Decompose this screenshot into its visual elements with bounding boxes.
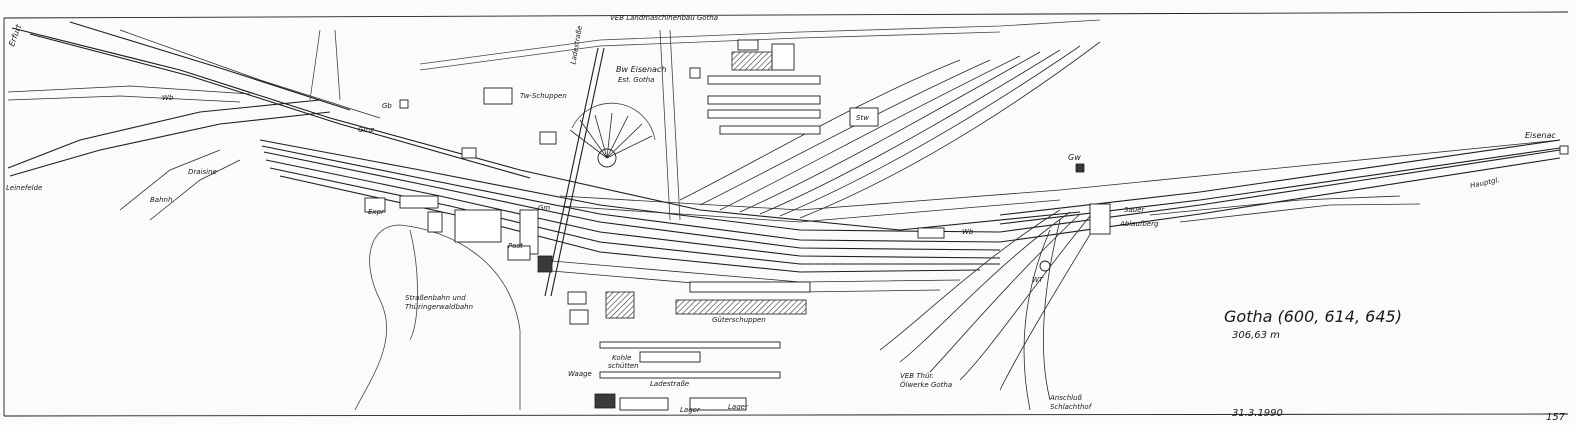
roundhouse — [569, 102, 656, 168]
label-gueterschuppen: Güterschuppen — [712, 316, 766, 324]
label-ablaufberg: Ablaufberg — [1119, 220, 1159, 228]
label-wb-left: Wb — [162, 94, 174, 102]
label-veb-landmaschinenbau: VEB Landmaschinenbau Gotha — [610, 14, 718, 22]
label-waage: Waage — [568, 370, 592, 378]
label-lager-1: Lager — [680, 406, 701, 414]
label-tw-schuppen: Tw-Schuppen — [520, 92, 567, 100]
leinefelde-lines — [7, 85, 331, 221]
label-hauptgleis: Hauptgl. — [1469, 176, 1500, 190]
top-road — [309, 19, 1101, 221]
eisenach-lines — [999, 139, 1561, 225]
label-stw: Stw — [856, 114, 869, 122]
label-ladestrasse-bottom: Ladestraße — [650, 380, 689, 388]
label-wt: WT — [1032, 276, 1044, 284]
freight-yard-fan-lower — [879, 209, 1101, 411]
label-kohle-2: schütten — [608, 362, 639, 370]
label-leinefelde: Leinefelde — [6, 184, 42, 192]
page-number: 157 — [1546, 412, 1566, 423]
label-bw-eisenach: Bw Eisenach — [616, 65, 666, 74]
buildings — [364, 39, 1569, 411]
label-sauer: Sauer — [1124, 206, 1145, 214]
label-lager-2: Lager — [728, 403, 749, 411]
plan-elevation: 306,63 m — [1232, 330, 1280, 341]
overpass — [544, 47, 605, 297]
title-block: Gotha (600, 614, 645) 306,63 m 31.3.1990… — [1224, 307, 1566, 423]
tram-loop — [354, 224, 521, 411]
label-strassenbahn-2: Thüringerwaldbahn — [405, 303, 473, 311]
label-wb-right: Wb — [962, 228, 974, 236]
label-veb-oelwerke-1: VEB Thür. — [900, 372, 934, 380]
label-strassenbahn-1: Straßenbahn und — [405, 294, 466, 302]
plan-date: 31.3.1990 — [1232, 408, 1283, 419]
erfurt-lines — [11, 21, 1081, 231]
label-bahnhofs: Bahnh. — [150, 196, 175, 204]
sheet-frame — [3, 11, 1569, 417]
plan-title: Gotha (600, 614, 645) — [1224, 307, 1402, 326]
freight-yard-fan-upper — [679, 41, 1101, 219]
label-expr: Expr — [368, 208, 385, 216]
label-anschluss-1: Anschluß — [1049, 394, 1083, 402]
label-ladestrasse-top: Ladestraße — [569, 25, 584, 65]
label-gb: Gb — [382, 102, 392, 110]
label-eisenach: Eisenac — [1525, 131, 1556, 140]
label-kohle-1: Kohle — [612, 354, 631, 362]
label-veb-oelwerke-2: Ölwerke Gotha — [900, 380, 952, 389]
label-gmz: Gmz — [358, 126, 374, 134]
label-gm: Gm — [538, 204, 550, 212]
label-post: Post — [508, 242, 523, 250]
label-gw: Gw — [1068, 153, 1081, 162]
label-draisine: Draisine — [188, 168, 217, 176]
label-est-gotha: Est. Gotha — [618, 76, 654, 84]
label-erfurt: Erfurt — [7, 23, 24, 48]
label-anschluss-2: Schlachthof — [1050, 403, 1093, 411]
